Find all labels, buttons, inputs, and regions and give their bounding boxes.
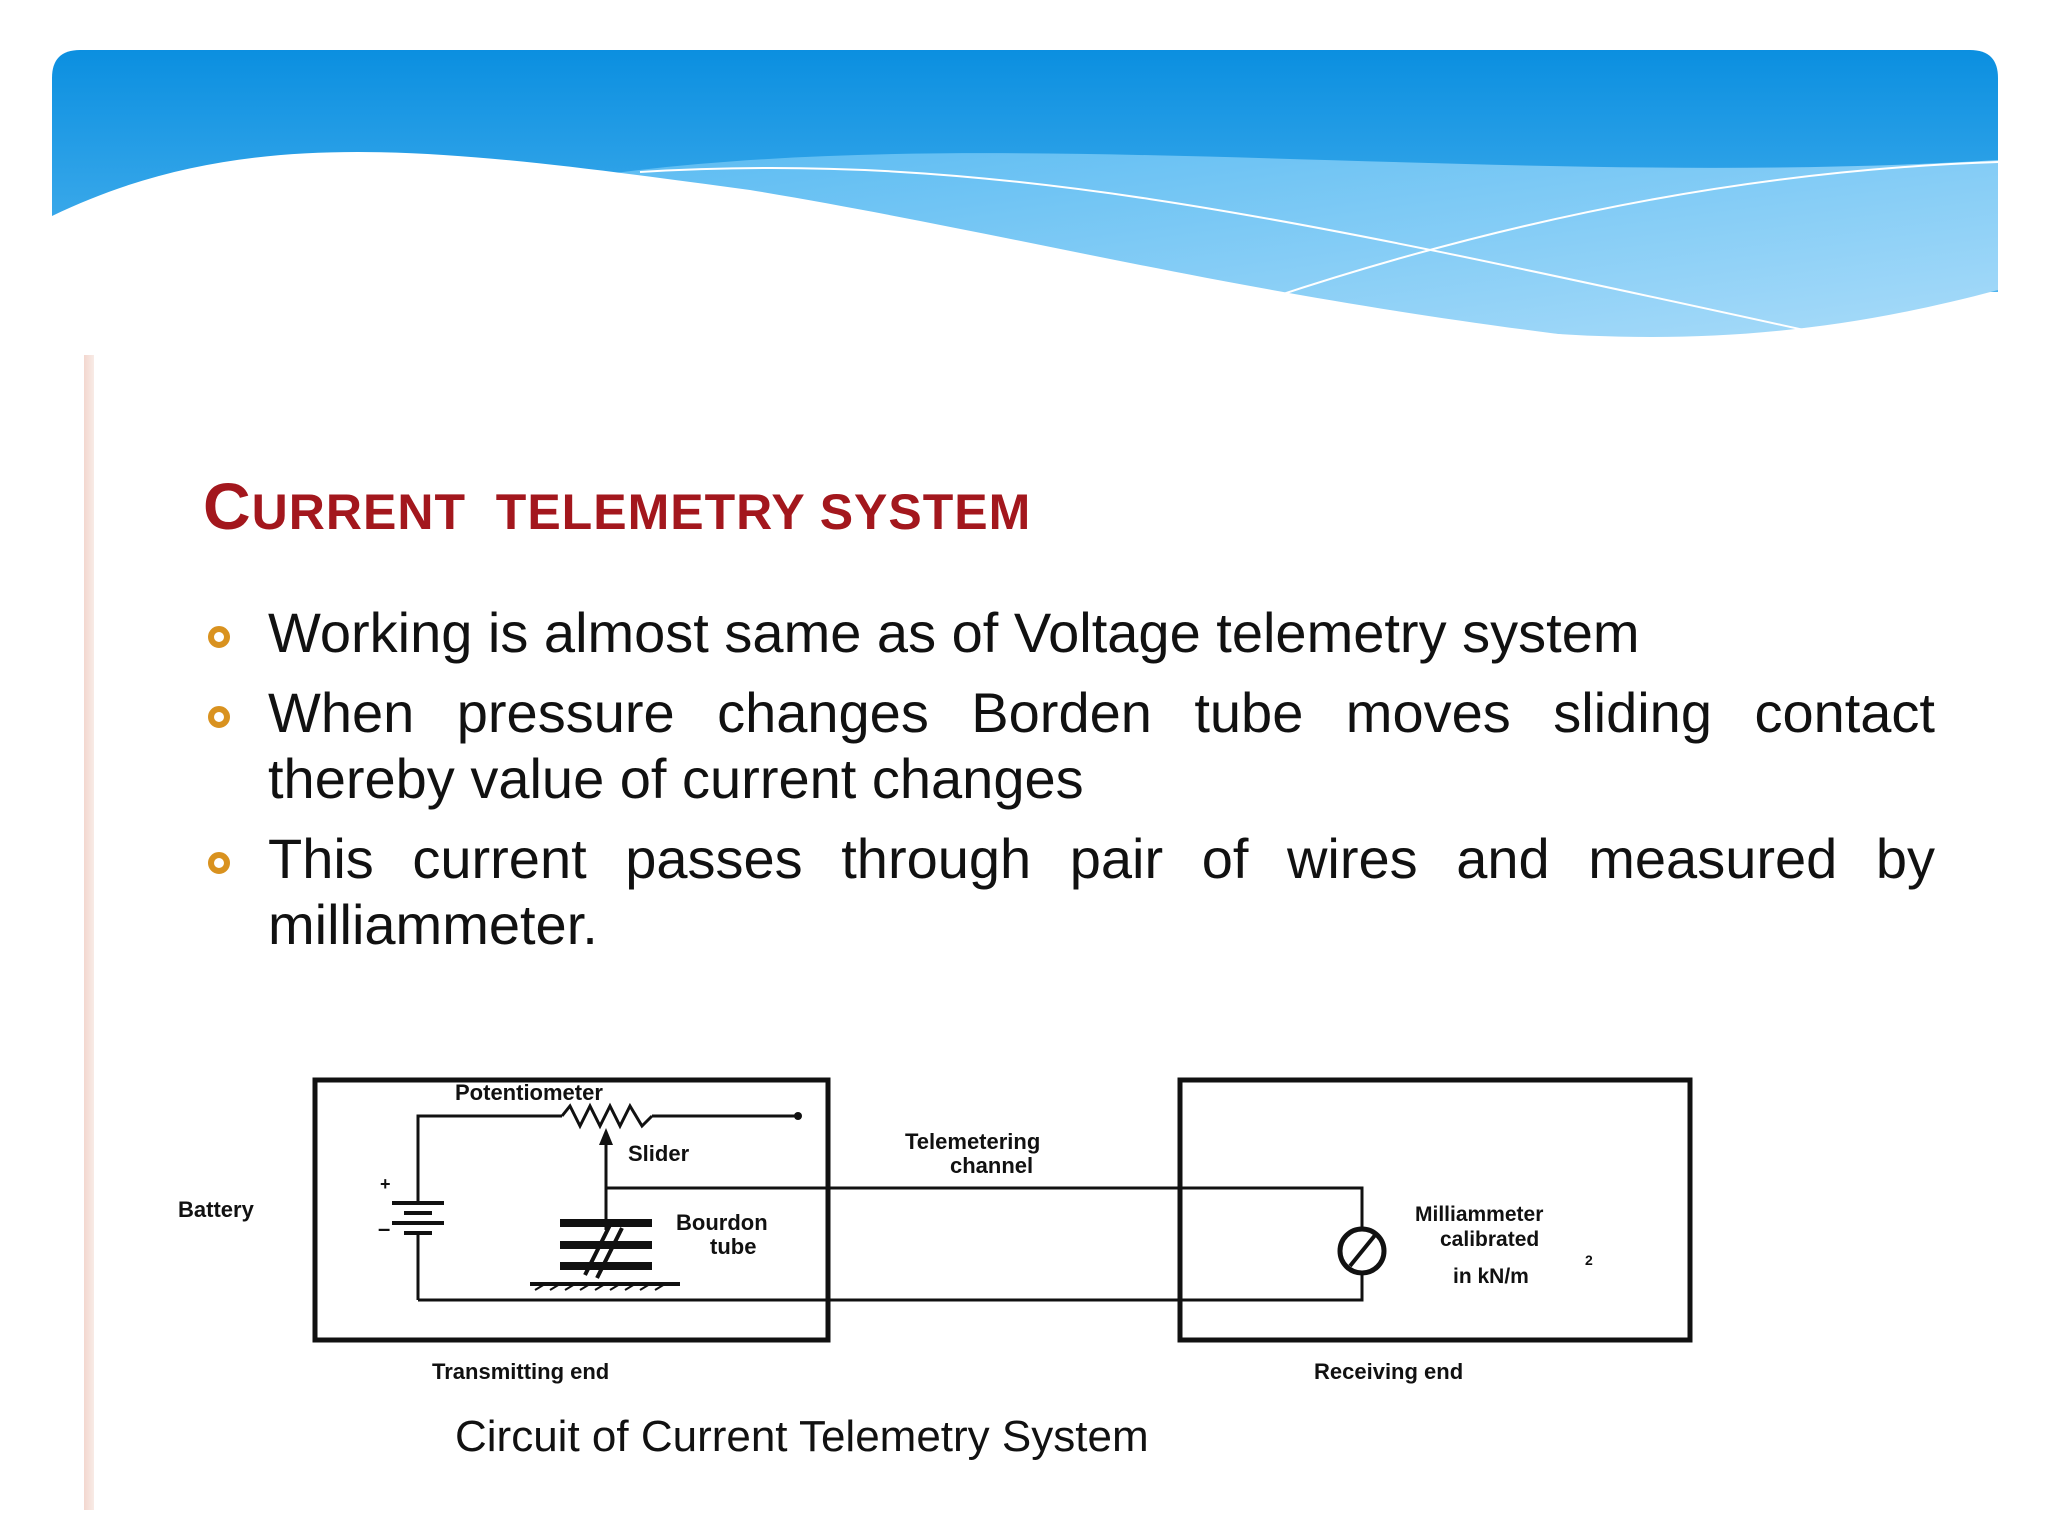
banner-white-wave	[52, 151, 1650, 360]
bullet-item: Working is almost same as of Voltage tel…	[205, 600, 1935, 666]
battery-icon: + –	[378, 1174, 444, 1300]
circuit-diagram: + – Potentiometer Slider Battery Bourdon…	[178, 1077, 1693, 1384]
channel-wire-top	[606, 1186, 1364, 1240]
bullet-text: When pressure changes Borden tube moves …	[268, 681, 1935, 810]
milliammeter-icon	[1337, 1226, 1387, 1276]
bourdon-label-line2: tube	[710, 1234, 756, 1259]
channel-label-line1: Telemetering	[905, 1129, 1040, 1154]
receiving-end-box	[1177, 1077, 1693, 1343]
meter-label-line3: in kN/m	[1453, 1265, 1529, 1288]
bullet-list: Working is almost same as of Voltage tel…	[205, 600, 1935, 972]
potentiometer-label: Potentiometer	[455, 1080, 603, 1105]
banner-wave-line-1	[639, 167, 1851, 341]
header-wave-banner	[52, 50, 1999, 360]
potentiometer-wire	[416, 1114, 795, 1197]
receiving-end-label: Receiving end	[1314, 1359, 1463, 1384]
slide-title-rest: URRENT TELEMETRY SYSTEM	[251, 484, 1032, 540]
svg-text:+: +	[380, 1174, 391, 1194]
meter-label-line2: calibrated	[1440, 1228, 1539, 1251]
hollow-circle-bullet-icon	[208, 626, 230, 648]
potentiometer-terminal	[794, 1112, 802, 1120]
hollow-circle-bullet-icon	[208, 852, 230, 874]
meter-label-line1: Milliammeter	[1415, 1203, 1543, 1226]
channel-label-line2: channel	[950, 1153, 1033, 1178]
channel-wire-bottom	[418, 1262, 1364, 1302]
bullet-text: Working is almost same as of Voltage tel…	[268, 601, 1640, 664]
left-accent-rule	[84, 355, 94, 1510]
bullet-text: This current passes through pair of wire…	[268, 827, 1935, 956]
meter-label-superscript: 2	[1585, 1252, 1593, 1268]
hollow-circle-bullet-icon	[208, 706, 230, 728]
resistor-icon	[560, 1102, 654, 1130]
bullet-item: When pressure changes Borden tube moves …	[205, 680, 1935, 812]
transmitting-end-box	[312, 1077, 831, 1343]
bourdon-label-line1: Bourdon	[676, 1210, 768, 1235]
svg-text:–: –	[378, 1216, 390, 1241]
slider-arrow-icon	[599, 1128, 613, 1145]
banner-light-wave	[600, 153, 1998, 337]
diagram-caption: Circuit of Current Telemetry System	[455, 1412, 1149, 1461]
bourdon-tube-icon	[530, 1219, 680, 1291]
slide-title-first-letter: C	[203, 469, 252, 543]
slide-title: CURRENT TELEMETRY SYSTEM	[203, 468, 1031, 544]
battery-label: Battery	[178, 1197, 255, 1222]
banner-wave-line-2	[1249, 161, 1999, 306]
transmitting-end-label: Transmitting end	[432, 1359, 609, 1384]
slider-label: Slider	[628, 1141, 690, 1166]
bullet-item: This current passes through pair of wire…	[205, 826, 1935, 958]
